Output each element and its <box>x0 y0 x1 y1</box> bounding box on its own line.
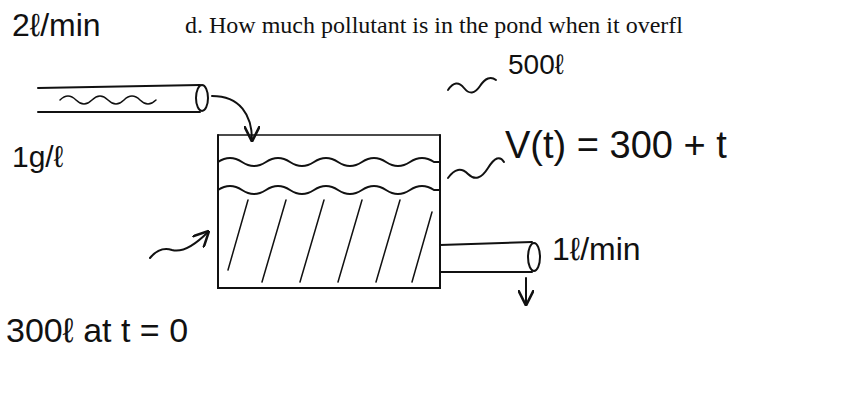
hatch-line <box>338 200 362 282</box>
hatch-line <box>300 200 324 282</box>
outflow-pipe <box>440 271 532 273</box>
volume-formula: V(t) = 300 + t <box>505 125 727 167</box>
water-wave <box>218 158 440 166</box>
hatch-line <box>412 212 432 282</box>
outflow-pipe <box>440 242 532 245</box>
flow-rate-label: 2ℓ/min <box>12 8 101 43</box>
leader-arrow <box>150 232 208 258</box>
inflow-arrow <box>212 96 252 140</box>
inflow-pipe <box>38 85 200 88</box>
hatching <box>228 200 432 282</box>
pipe-end <box>196 85 208 111</box>
outflow-arrow <box>525 278 527 304</box>
inflow-pipe <box>38 111 200 113</box>
leader-squiggle <box>448 78 496 93</box>
pipe-end <box>528 243 540 271</box>
hatch-line <box>376 200 400 282</box>
hatch-line <box>228 200 248 270</box>
concentration-label: 1g/ℓ <box>12 140 63 173</box>
water-wave <box>218 186 440 194</box>
initial-volume-label: 300ℓ at t = 0 <box>6 312 188 349</box>
leader-squiggle <box>448 158 504 178</box>
pipe-flow-squiggle <box>60 96 156 104</box>
question-text: d. How much pollutant is in the pond whe… <box>185 12 683 38</box>
tank-outline <box>218 135 440 288</box>
hatch-line <box>262 200 286 282</box>
flow-rate-label: 1ℓ/min <box>552 232 641 267</box>
capacity-label: 500ℓ <box>508 50 564 81</box>
